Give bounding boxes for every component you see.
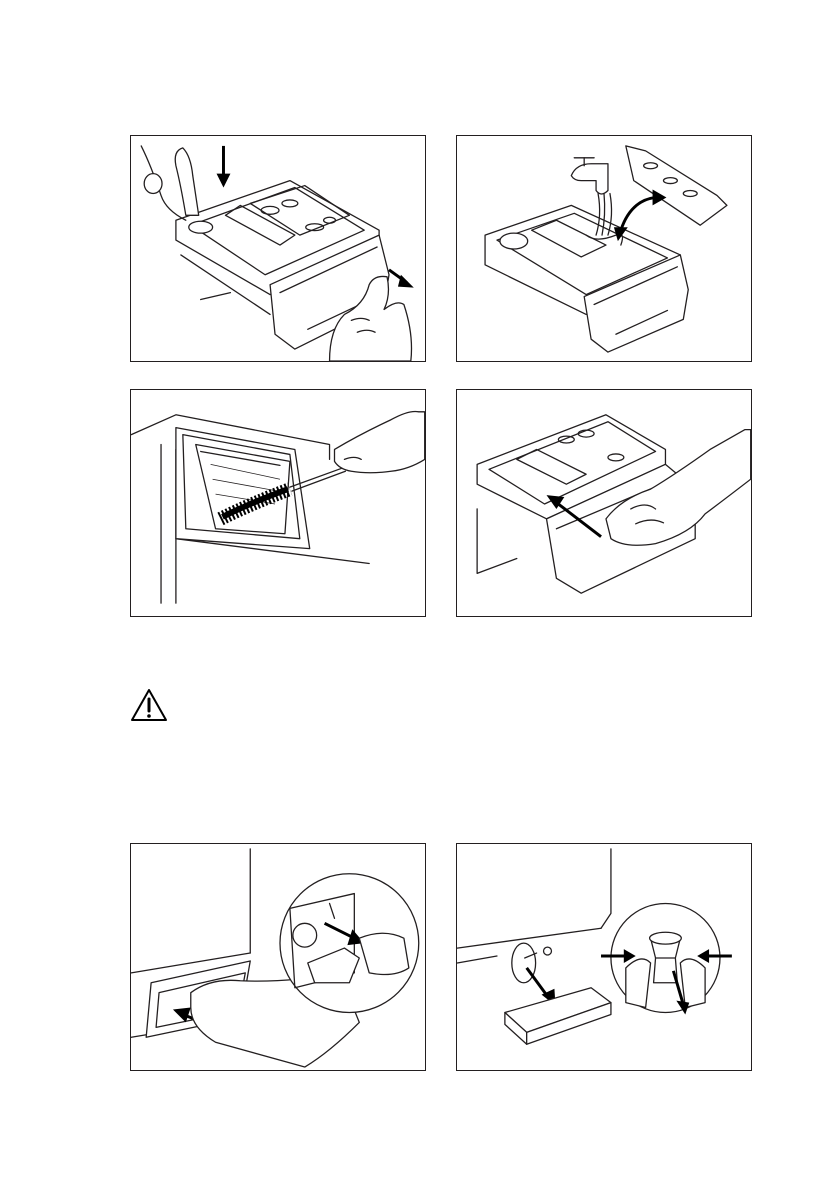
figure-insert-dispenser [456,389,752,617]
warning-triangle-icon [130,688,168,722]
figure-open-filter-flap [130,843,426,1071]
figure-rinse-dispenser [456,135,752,362]
figure-remove-filter [456,843,752,1071]
figure-brush-recess [130,389,426,617]
figure-remove-dispenser [130,135,426,362]
